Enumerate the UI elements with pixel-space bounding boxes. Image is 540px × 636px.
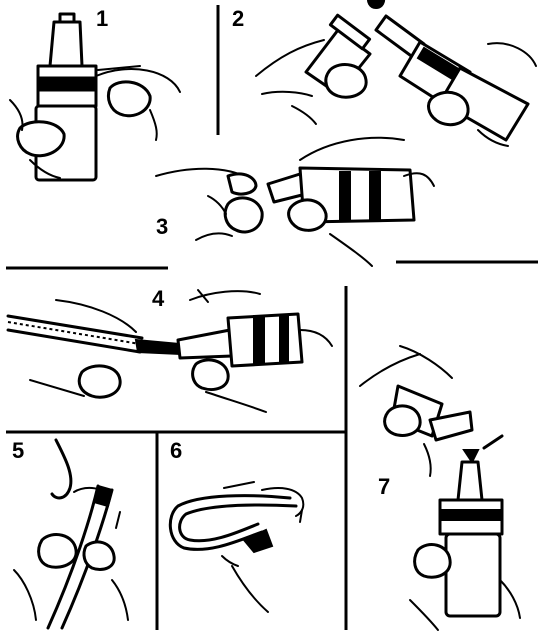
step-number-4: 4	[152, 288, 164, 310]
step-number-6: 6	[170, 440, 182, 462]
step-number-5: 5	[12, 440, 24, 462]
step-number-7: 7	[378, 476, 390, 498]
step-3-illustration	[156, 138, 434, 266]
step-2-illustration	[256, 0, 536, 146]
step-4-illustration	[8, 290, 332, 412]
step-number-1: 1	[96, 8, 108, 30]
step-5-illustration	[14, 440, 128, 628]
step-number-3: 3	[156, 216, 168, 238]
step-1-illustration	[10, 14, 180, 180]
step-6-illustration	[170, 482, 303, 612]
step-number-2: 2	[232, 8, 244, 30]
